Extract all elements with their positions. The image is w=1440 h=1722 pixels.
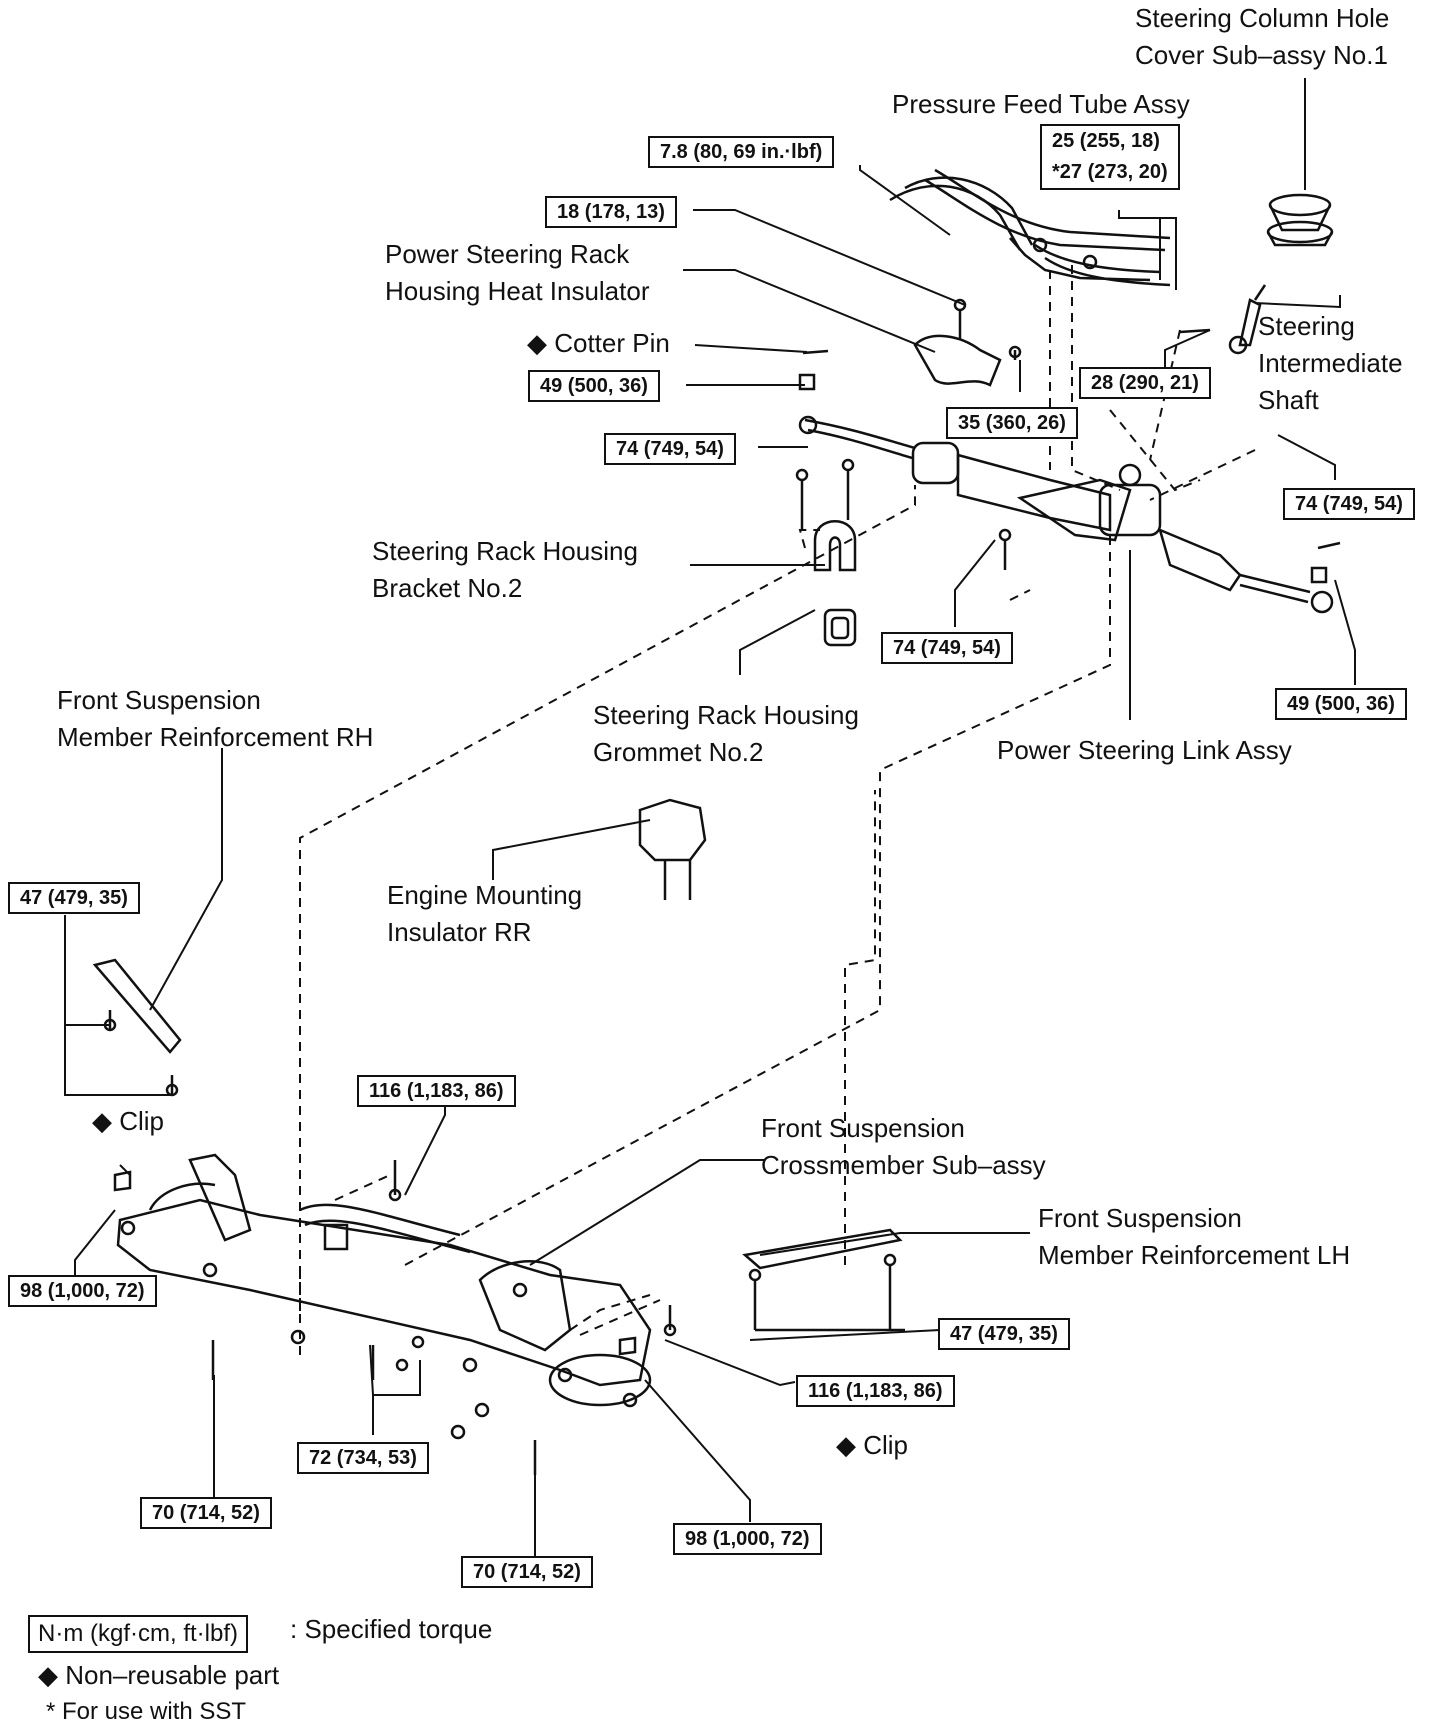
torque-box: 70 (714, 52) xyxy=(140,1497,272,1529)
intermediate-shaft-part xyxy=(1179,284,1267,355)
heat-insulator-part xyxy=(913,298,1022,387)
bracket-label: Steering Rack Housing Bracket No.2 xyxy=(372,536,638,603)
torque-box: 47 (479, 35) xyxy=(8,882,140,914)
leader-lines xyxy=(64,78,1356,1560)
torque-box: 98 (1,000, 72) xyxy=(673,1523,822,1555)
torque-box: 74 (749, 54) xyxy=(604,433,736,465)
link-assy-label: Power Steering Link Assy xyxy=(997,735,1292,765)
crossmember-part xyxy=(113,1153,677,1475)
legend-unit-desc: : Specified torque xyxy=(290,1614,493,1644)
torque-box: 72 (734, 53) xyxy=(297,1442,429,1474)
torque-box: 47 (479, 35) xyxy=(938,1318,1070,1350)
grommet-label: Steering Rack Housing Grommet No.2 xyxy=(593,700,859,767)
torque-box: 25 (255, 18) *27 (273, 20) xyxy=(1040,124,1180,190)
torque-box: 116 (1,183, 86) xyxy=(796,1375,955,1407)
torque-box: 74 (749, 54) xyxy=(1283,488,1415,520)
bracket-grommet-parts xyxy=(795,458,857,647)
pressure-feed-tube xyxy=(889,168,1171,287)
reinforcement-lh-part xyxy=(742,1228,905,1332)
cotter-pin-label: ◆ Cotter Pin xyxy=(527,328,670,358)
torque-box: 28 (290, 21) xyxy=(1079,367,1211,399)
dashed-guides xyxy=(299,265,1256,1355)
reinforcement-rh-part xyxy=(92,958,182,1097)
intermediate-shaft-label: Steering Intermediate Shaft xyxy=(1258,311,1403,415)
torque-box: 35 (360, 26) xyxy=(946,407,1078,439)
clip-right-label: ◆ Clip xyxy=(836,1430,909,1460)
torque-box: 7.8 (80, 69 in.·lbf) xyxy=(648,136,835,168)
engine-mount-label: Engine Mounting Insulator RR xyxy=(387,880,583,947)
torque-box: 98 (1,000, 72) xyxy=(8,1275,157,1307)
legend-sst: * For use with SST xyxy=(46,1698,247,1722)
torque-box: 116 (1,183, 86) xyxy=(357,1075,516,1107)
steering-rack xyxy=(798,349,1341,614)
legend-unit-box: N·m (kgf·cm, ft·lbf) xyxy=(28,1615,248,1653)
column-cover-label: Steering Column Hole Cover Sub–assy No.1 xyxy=(1135,3,1390,70)
column-cover-part xyxy=(1266,193,1334,247)
heat-insulator-label: Power Steering Rack Housing Heat Insulat… xyxy=(385,239,650,306)
torque-box: 49 (500, 36) xyxy=(1275,688,1407,720)
crossmember-label: Front Suspension Crossmember Sub–assy xyxy=(761,1113,1046,1180)
engine-mount-part xyxy=(638,798,707,900)
torque-box: 70 (714, 52) xyxy=(461,1556,593,1588)
legend-nonreusable: ◆ Non–reusable part xyxy=(38,1660,280,1690)
reinforcement-lh-label: Front Suspension Member Reinforcement LH xyxy=(1038,1203,1351,1270)
torque-box: 18 (178, 13) xyxy=(545,196,677,228)
clip-left-label: ◆ Clip xyxy=(92,1106,165,1136)
pressure-feed-label: Pressure Feed Tube Assy xyxy=(892,89,1190,119)
torque-box: 49 (500, 36) xyxy=(528,370,660,402)
reinforcement-rh-label: Front Suspension Member Reinforcement RH xyxy=(57,685,374,752)
torque-box: 74 (749, 54) xyxy=(881,632,1013,664)
